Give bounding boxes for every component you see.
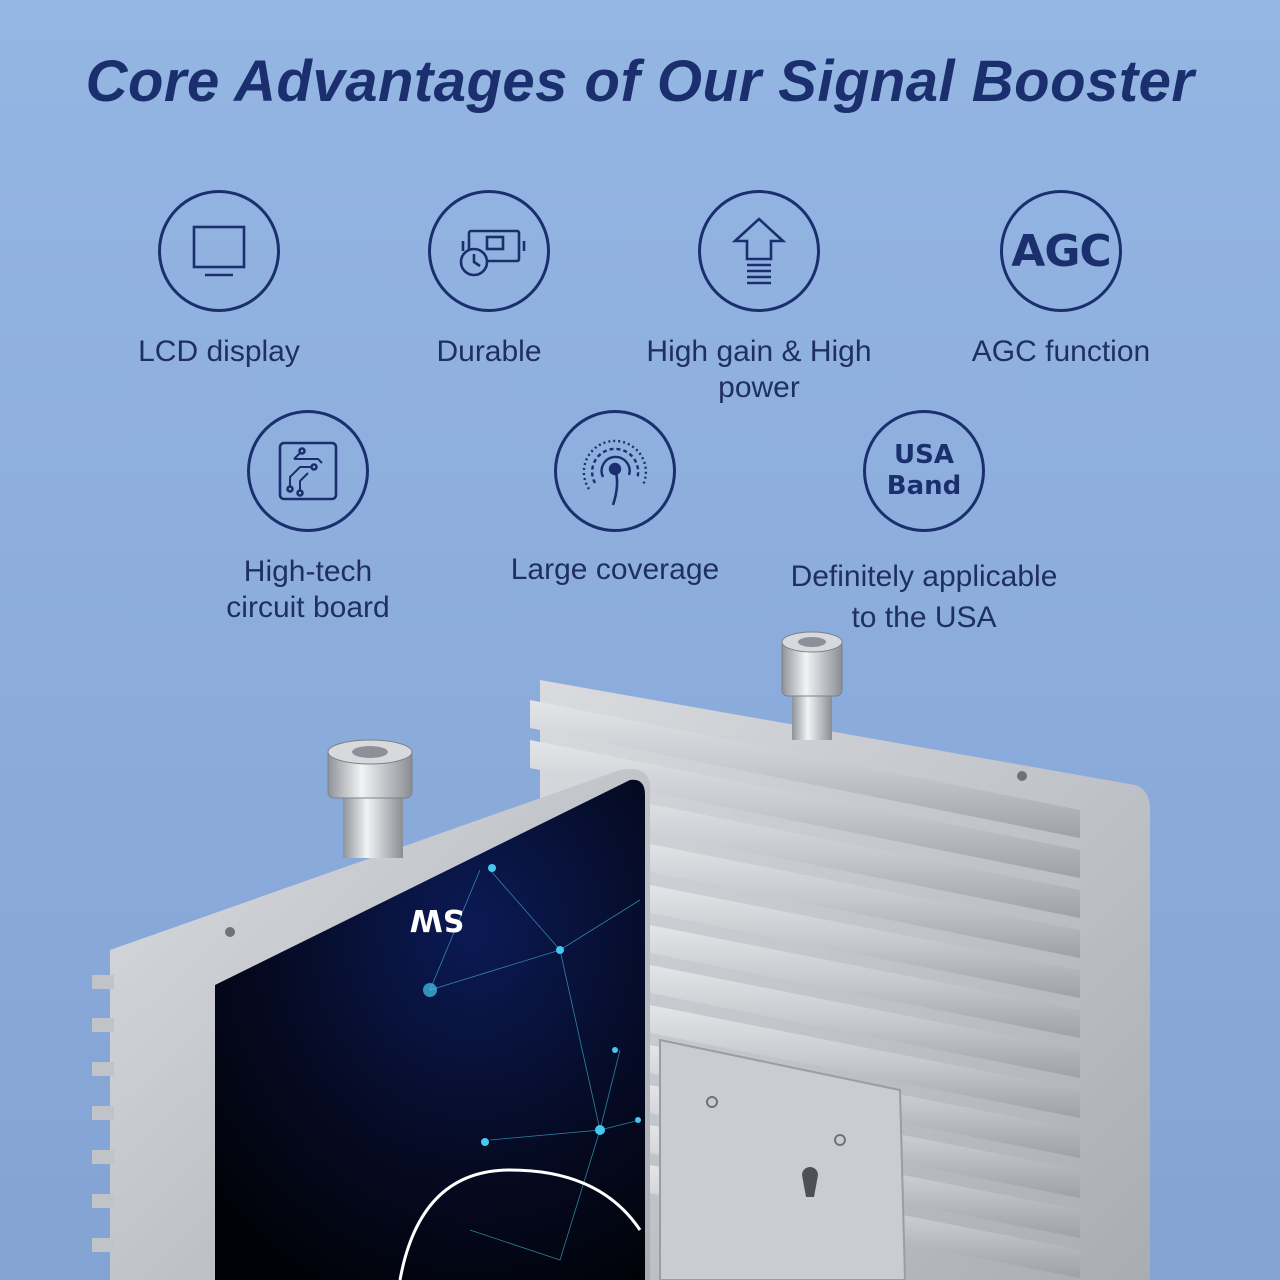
feature-label: Definitely applicable to the USA bbox=[774, 556, 1074, 638]
feature-label: High-tech circuit board bbox=[158, 554, 458, 626]
feature-label: Durable bbox=[436, 335, 542, 368]
signal-coverage-icon bbox=[554, 410, 676, 532]
front-unit: SW bbox=[92, 739, 650, 1280]
agc-icon: AGC bbox=[1000, 190, 1122, 312]
usa-band-line: USA bbox=[894, 440, 954, 470]
feature-label-line: Definitely applicable bbox=[790, 560, 1058, 593]
front-connector bbox=[327, 739, 413, 858]
feature-label: LCD display bbox=[138, 335, 300, 368]
page-title: Core Advantages of Our Signal Booster bbox=[85, 49, 1195, 114]
feature-label: AGC function bbox=[971, 335, 1151, 368]
monitor-icon bbox=[158, 190, 280, 312]
battery-clock-icon bbox=[428, 190, 550, 312]
back-unit bbox=[530, 631, 1150, 1280]
feature-label-line: circuit board bbox=[226, 591, 390, 624]
back-connector bbox=[781, 631, 843, 740]
front-logo: SW bbox=[410, 902, 465, 937]
front-display-panel bbox=[215, 779, 645, 1280]
up-arrow-icon bbox=[698, 190, 820, 312]
circuit-board-icon bbox=[247, 410, 369, 532]
feature-label-line: to the USA bbox=[851, 601, 997, 634]
usa-band-icon-text: USA Band bbox=[887, 440, 961, 502]
usa-band-icon: USA Band bbox=[863, 410, 985, 532]
agc-icon-text: AGC bbox=[1011, 225, 1111, 277]
feature-label: Large coverage bbox=[510, 553, 720, 586]
usa-band-line: Band bbox=[886, 471, 962, 501]
feature-circuit-board: High-tech circuit board bbox=[158, 410, 458, 626]
mounting-plate bbox=[659, 1038, 907, 1280]
signal-booster-product-image: SW bbox=[92, 631, 1150, 1280]
feature-agc: AGC AGC function bbox=[911, 190, 1211, 370]
feature-label: High gain & High power bbox=[646, 335, 872, 404]
feature-lcd-display: LCD display bbox=[69, 190, 369, 370]
lcd-ring bbox=[398, 1168, 642, 1280]
feature-label-line: High-tech bbox=[243, 555, 373, 588]
feature-high-gain: High gain & High power bbox=[609, 190, 909, 406]
feature-durable: Durable bbox=[339, 190, 639, 370]
feature-usa-band: USA Band Definitely applicable to the US… bbox=[774, 410, 1074, 638]
feature-large-coverage: Large coverage bbox=[465, 410, 765, 588]
